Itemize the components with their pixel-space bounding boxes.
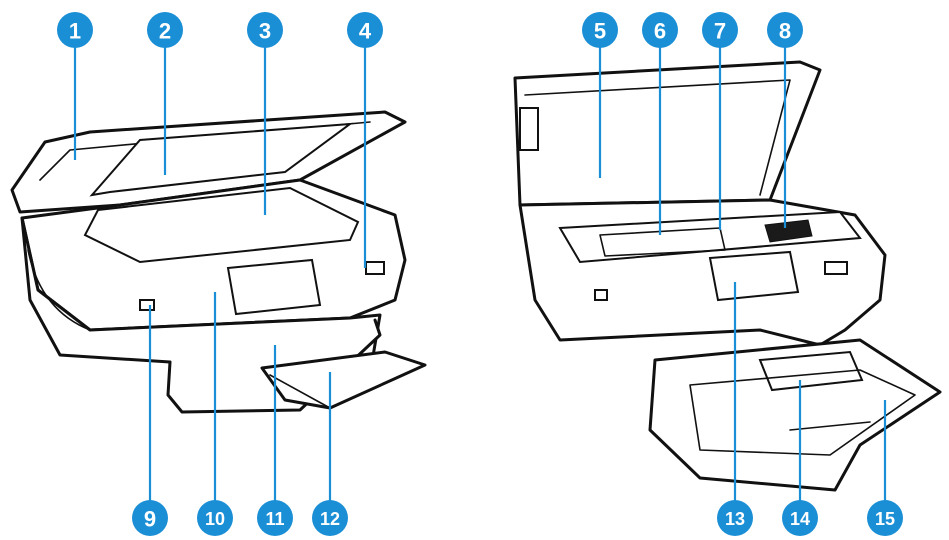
callout-5-label: 5 [594, 19, 606, 44]
callout-2: 2 [147, 12, 183, 48]
ink-cartridges [764, 219, 813, 243]
callout-8: 8 [767, 12, 803, 48]
callout-11-label: 11 [265, 509, 284, 529]
callout-5: 5 [582, 12, 618, 48]
status-light-right [824, 261, 848, 275]
callout-13-label: 13 [725, 509, 745, 529]
tray-extender [260, 350, 427, 410]
callout-2-label: 2 [159, 19, 171, 44]
lid-backing [89, 122, 354, 197]
callout-9: 9 [132, 500, 168, 536]
paper-width-guide [758, 350, 864, 392]
callout-12: 12 [312, 500, 348, 536]
callout-14: 14 [782, 500, 818, 536]
callout-15-label: 15 [875, 509, 895, 529]
callout-6-label: 6 [654, 19, 666, 44]
paper-tray [648, 338, 942, 492]
control-panel-display [226, 258, 322, 316]
callout-3: 3 [247, 12, 283, 48]
callout-14-label: 14 [790, 509, 810, 529]
callout-11: 11 [257, 500, 293, 536]
leader-lines [73, 40, 887, 510]
control-panel-display-right [708, 250, 800, 302]
callout-10-label: 10 [205, 509, 225, 529]
wireless-light [365, 261, 385, 275]
callout-7: 7 [702, 12, 738, 48]
callout-4: 4 [347, 12, 383, 48]
callout-12-label: 12 [320, 509, 340, 529]
printer-right [513, 60, 942, 492]
callout-6: 6 [642, 12, 678, 48]
callout-1-label: 1 [69, 19, 81, 44]
scanner-lid-open [513, 60, 822, 207]
callout-1: 1 [57, 12, 93, 48]
printer-left [10, 110, 427, 414]
callout-10: 10 [197, 500, 233, 536]
callout-3-label: 3 [259, 19, 271, 44]
callout-9-label: 9 [144, 507, 156, 532]
callout-15: 15 [867, 500, 903, 536]
callout-8-label: 8 [779, 19, 791, 44]
callout-4-label: 4 [359, 19, 372, 44]
power-button [139, 299, 155, 311]
lid-hinge [519, 107, 539, 151]
callout-7-label: 7 [714, 19, 726, 44]
scanner-glass [83, 186, 360, 264]
power-button-right [594, 289, 608, 301]
callout-13: 13 [717, 500, 753, 536]
